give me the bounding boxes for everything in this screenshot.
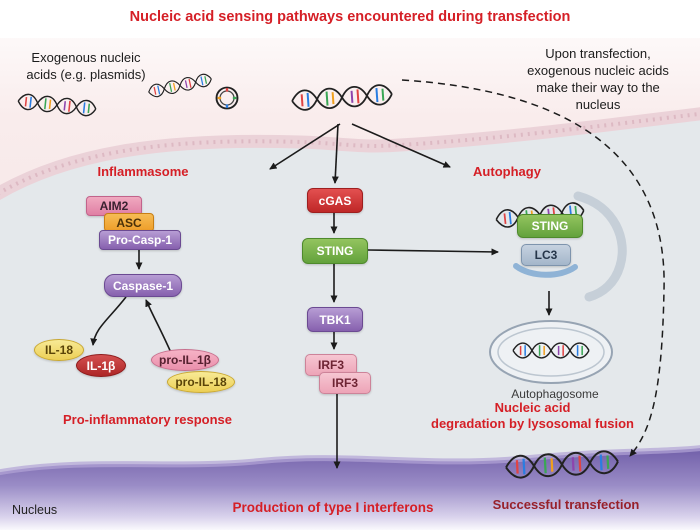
il18-node: IL-18 <box>34 339 84 361</box>
pro-il18-label: pro-IL-18 <box>175 375 227 389</box>
successful-transfection-label: Successful transfection <box>492 497 640 512</box>
autophagy-label: Autophagy <box>473 164 541 179</box>
pro-il18-node: pro-IL-18 <box>167 371 235 393</box>
aim2-label: AIM2 <box>99 199 129 213</box>
caspase1-node: Caspase-1 <box>104 274 182 297</box>
caspase1-label: Caspase-1 <box>112 278 174 293</box>
plasmid-icon <box>215 86 239 110</box>
inflammasome-label: Inflammasome <box>97 164 189 179</box>
pathway-arrows <box>90 123 553 469</box>
phagophore-arc <box>513 191 627 302</box>
upon-transfection-note: Upon transfection, exogenous nucleic aci… <box>527 46 669 112</box>
lc3-node: LC3 <box>521 244 571 266</box>
exogenous-note: Exogenous nucleic acids (e.g. plasmids) <box>26 50 146 82</box>
diagram-title: Nucleic acid sensing pathways encountere… <box>129 9 571 25</box>
cgas-node: cGAS <box>307 188 363 213</box>
pro-il1b-node: pro-IL-1β <box>151 349 219 371</box>
nucleus-caption: Nucleus <box>12 503 58 517</box>
degradation-label: Nucleic acid degradation by lysosomal fu… <box>431 400 634 432</box>
pro-il1b-label: pro-IL-1β <box>159 353 211 367</box>
autophagosome-vesicle <box>489 320 613 384</box>
sting-node: STING <box>302 238 368 264</box>
il18-label: IL-18 <box>44 343 73 357</box>
pro-casp1-label: Pro-Casp-1 <box>107 233 172 247</box>
lc3-label: LC3 <box>534 248 558 262</box>
tbk1-node: TBK1 <box>307 307 363 332</box>
title-band <box>0 0 700 38</box>
interferons-label: Production of type I interferons <box>232 500 434 515</box>
dna-icon <box>512 342 590 359</box>
irf3-node-1: IRF3 <box>305 354 357 376</box>
pro-inflammatory-label: Pro-inflammatory response <box>62 412 233 427</box>
tbk1-label: TBK1 <box>319 312 351 327</box>
irf3-label: IRF3 <box>331 376 358 390</box>
sting-autophagy-label: STING <box>531 219 569 233</box>
sting-label: STING <box>316 244 354 258</box>
dashed-transfection-path <box>401 79 665 457</box>
pro-casp1-node: Pro-Casp-1 <box>99 230 181 250</box>
sting-autophagy-node: STING <box>517 214 583 238</box>
irf3-node-2: IRF3 <box>319 372 371 394</box>
asc-label: ASC <box>116 215 142 230</box>
autophagosome-caption: Autophagosome <box>511 387 599 401</box>
cgas-label: cGAS <box>318 193 352 208</box>
il1b-node: IL-1β <box>76 354 126 377</box>
il1b-label: IL-1β <box>86 358 116 373</box>
irf3-label: IRF3 <box>317 358 344 372</box>
